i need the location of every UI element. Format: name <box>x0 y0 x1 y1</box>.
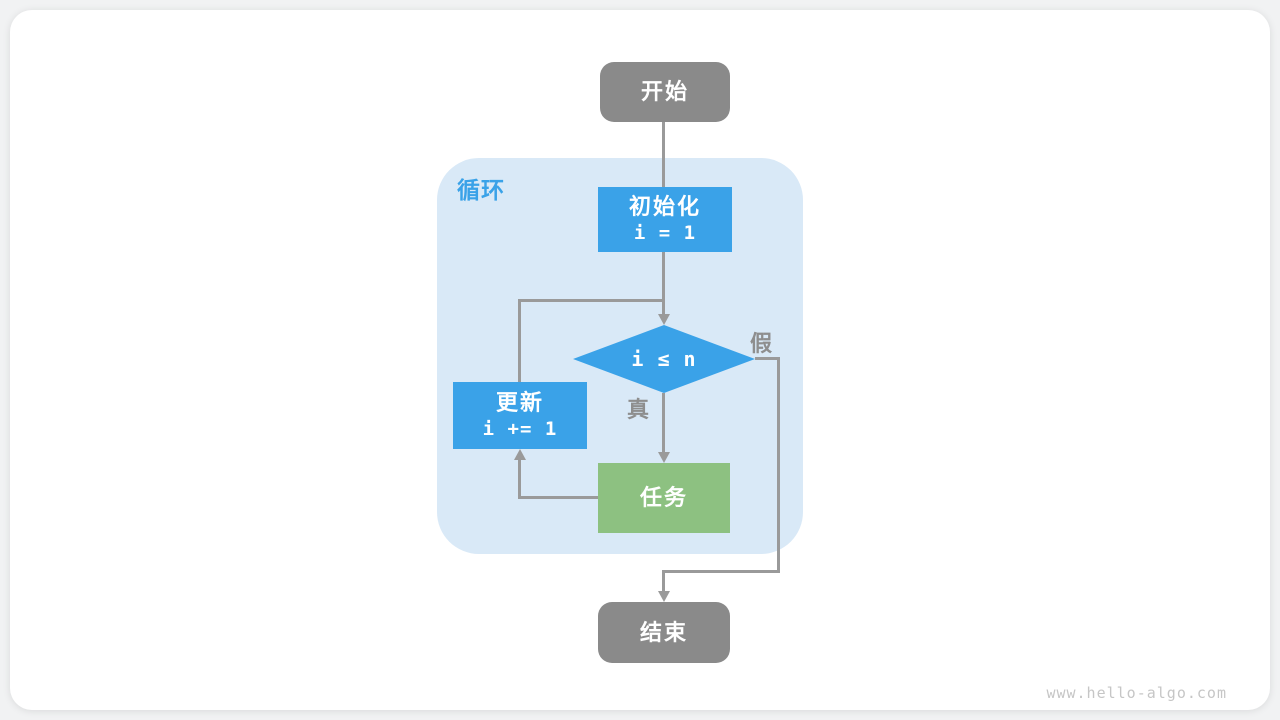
edge-label-false: 假 <box>750 331 773 356</box>
node-update: 更新 i += 1 <box>453 382 587 449</box>
edge-task-left-line <box>518 496 598 499</box>
edge-into-end-line <box>662 570 665 594</box>
edge-false-down-line <box>777 357 780 573</box>
node-end: 结束 <box>598 602 730 663</box>
node-init: 初始化 i = 1 <box>598 187 732 252</box>
edge-update-up-line <box>518 299 521 384</box>
edge-cond-to-task-line <box>662 393 665 455</box>
node-task: 任务 <box>598 463 730 533</box>
edge-update-to-main-line <box>518 299 665 302</box>
node-update-label: 更新 <box>495 390 544 416</box>
node-update-code: i += 1 <box>482 417 558 440</box>
node-condition-label: i ≤ n <box>631 346 697 371</box>
edge-cond-false-out-line <box>755 357 780 360</box>
node-task-label: 任务 <box>639 485 688 511</box>
arrow-into-task-icon <box>658 452 670 463</box>
loop-label: 循环 <box>457 177 505 203</box>
diagram-card: 循环 真 假 开始 初始化 i = 1 i ≤ n 更新 i += 1 任务 结… <box>10 10 1270 710</box>
node-start-label: 开始 <box>640 79 689 105</box>
arrow-into-update-icon <box>514 449 526 460</box>
node-init-code: i = 1 <box>633 221 697 244</box>
node-start: 开始 <box>600 62 730 122</box>
arrow-into-end-icon <box>658 591 670 602</box>
arrow-into-cond-icon <box>658 314 670 325</box>
edge-task-to-update-line <box>518 458 521 499</box>
edge-label-true: 真 <box>627 397 650 422</box>
node-end-label: 结束 <box>639 619 688 645</box>
node-init-label: 初始化 <box>628 194 701 220</box>
watermark: www.hello-algo.com <box>1046 684 1227 702</box>
edge-false-bottom-line <box>662 570 780 573</box>
